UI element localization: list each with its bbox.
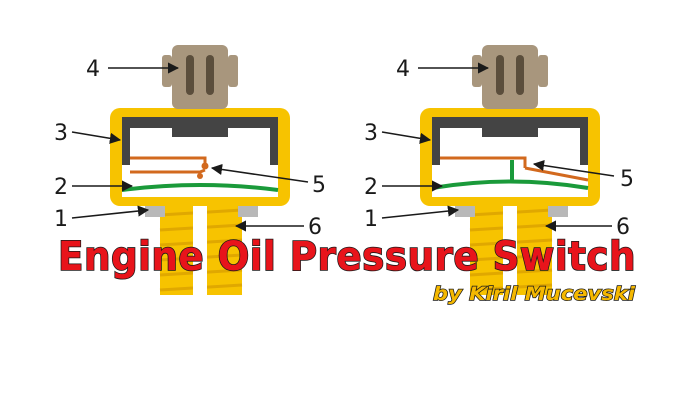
callout-4: 4 (396, 57, 410, 82)
callout-arrows (71, 62, 615, 232)
switch-left (110, 45, 290, 297)
washer-right (548, 203, 568, 217)
callout-numbers-left: 4 3 2 1 5 6 (54, 57, 326, 240)
terminal (472, 45, 548, 109)
threaded-stem (469, 195, 553, 297)
switch-right (420, 45, 600, 297)
callout-2: 2 (54, 175, 68, 200)
callout-3: 3 (364, 121, 378, 146)
washer-left (455, 203, 475, 217)
callout-1: 1 (54, 207, 68, 232)
callout-6: 6 (308, 215, 322, 240)
callout-1: 1 (364, 207, 378, 232)
author-byline: by Kiril Mucevski (433, 283, 636, 305)
washer-right (238, 203, 258, 217)
threaded-stem (159, 195, 243, 297)
diaphragm (121, 183, 279, 192)
callout-4: 4 (86, 57, 100, 82)
washer-left (145, 203, 165, 217)
callout-numbers-right: 4 3 2 1 5 6 (364, 57, 634, 240)
diagram-title: Engine Oil Pressure Switch (58, 234, 636, 280)
callout-5: 5 (620, 167, 634, 192)
terminal (162, 45, 238, 109)
callout-3: 3 (54, 121, 68, 146)
callout-6: 6 (616, 215, 630, 240)
callout-5: 5 (312, 173, 326, 198)
diaphragm (431, 179, 589, 190)
callout-2: 2 (364, 175, 378, 200)
